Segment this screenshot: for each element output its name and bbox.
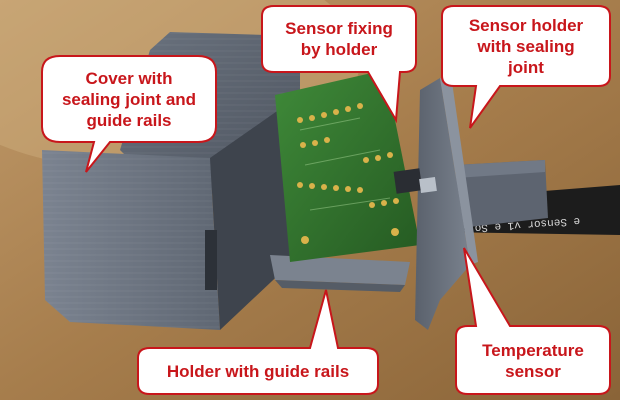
callout-cover-label: Cover with sealing joint and guide rails — [61, 68, 197, 130]
callout-holder-rails-label: Holder with guide rails — [166, 361, 350, 381]
callout-temperature-label: Temperature sensor — [482, 341, 584, 381]
callout-holder-rails-bubble — [137, 289, 379, 395]
callout-sensor-fixing-bubble — [261, 5, 417, 124]
holder-frame — [270, 255, 410, 285]
temperature-sensor-chip — [393, 168, 423, 194]
pcb-pads — [297, 103, 399, 244]
callout-temperature-bubble — [455, 247, 611, 395]
sensor-holder-plate — [415, 78, 470, 330]
callout-sensor-holder-bubble — [441, 5, 611, 129]
callout-sensor-fixing-label: Sensor fixing by holder — [285, 19, 393, 59]
callout-sensor-holder-label: Sensor holder with sealing joint — [468, 15, 584, 77]
cable-sleeve — [455, 160, 548, 228]
callout-cover-bubble — [41, 55, 217, 173]
